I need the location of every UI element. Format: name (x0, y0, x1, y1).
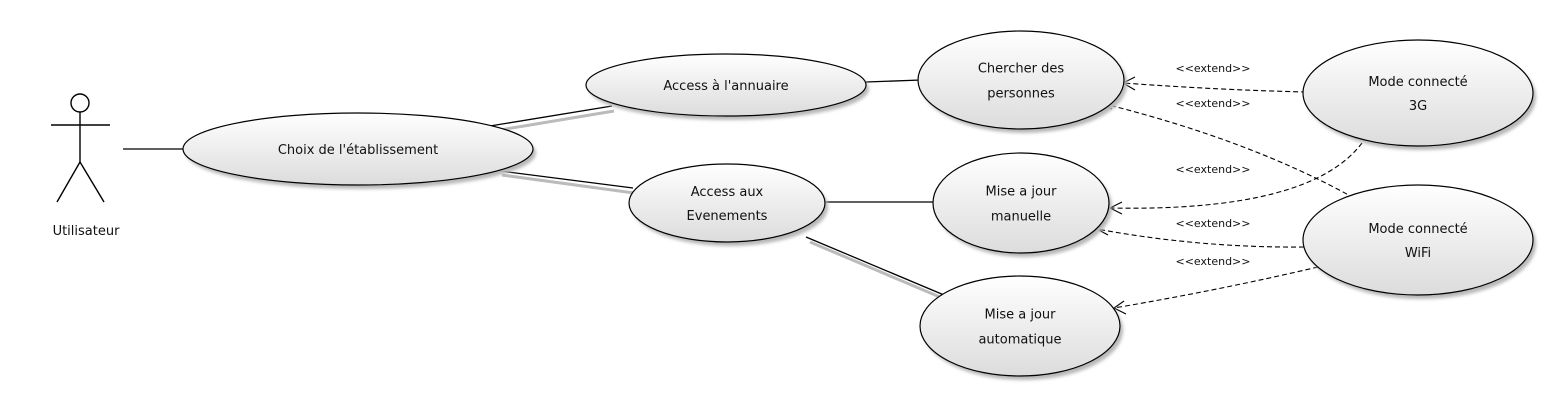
extend-3g-chercher (1121, 76, 1307, 93)
extend-3g-manuelle (1108, 142, 1363, 215)
use-case-ellipse (182, 112, 534, 186)
use-case-ellipse (919, 275, 1121, 377)
use-case-automatique[interactable]: Mise a jour automatique (919, 275, 1123, 380)
actor-utilisateur[interactable] (51, 93, 110, 203)
use-case-label: Access à l'annuaire (663, 79, 788, 94)
use-case-ellipse (932, 152, 1110, 254)
use-case-label: automatique (978, 333, 1061, 348)
use-case-label: Chercher des (978, 62, 1064, 77)
association-choix-evenements (499, 170, 635, 195)
use-case-label: 3G (1409, 99, 1427, 114)
use-case-label: Access aux (691, 185, 764, 200)
use-case-ellipse (628, 163, 826, 243)
actor-head (70, 93, 90, 113)
association-evenements-automatique (805, 236, 948, 302)
extend-label-5: <<extend>> (1176, 255, 1251, 268)
use-case-label: Mise a jour (985, 308, 1057, 323)
actor-label: Utilisateur (53, 224, 121, 239)
extend-labels: <<extend>> <<extend>> <<extend>> <<exten… (1176, 62, 1251, 268)
use-case-ellipse (1302, 39, 1534, 147)
use-case-choix[interactable]: Choix de l'établissement (182, 112, 536, 189)
association-choix-annuaire (489, 105, 615, 133)
use-case-ellipse (917, 30, 1125, 130)
association-annuaire-chercher (865, 79, 922, 83)
association-lines (123, 79, 948, 302)
use-case-label: Mode connecté (1368, 222, 1467, 237)
use-case-ellipse (1302, 184, 1534, 296)
use-case-label: Evenements (687, 209, 768, 224)
use-case-label: Mode connecté (1368, 75, 1467, 90)
extend-wifi-automatique (1112, 266, 1319, 315)
use-case-annuaire[interactable]: Access à l'annuaire (585, 53, 869, 120)
extend-label-2: <<extend>> (1176, 97, 1251, 110)
use-case-label: Choix de l'établissement (278, 143, 438, 158)
extend-label-1: <<extend>> (1176, 62, 1251, 75)
use-cases: Choix de l'établissement Access à l'annua… (182, 30, 1536, 380)
use-case-label: manuelle (991, 210, 1051, 225)
use-case-label: Mise a jour (986, 185, 1058, 200)
extend-label-4: <<extend>> (1176, 217, 1251, 230)
use-case-label: WiFi (1405, 246, 1431, 261)
use-case-label: personnes (987, 87, 1055, 102)
extend-label-3: <<extend>> (1176, 163, 1251, 176)
use-case-chercher[interactable]: Chercher des personnes (917, 30, 1127, 133)
use-case-manuelle[interactable]: Mise a jour manuelle (932, 152, 1112, 257)
use-case-ellipse (585, 53, 867, 117)
use-case-mode3g[interactable]: Mode connecté 3G (1302, 39, 1536, 150)
